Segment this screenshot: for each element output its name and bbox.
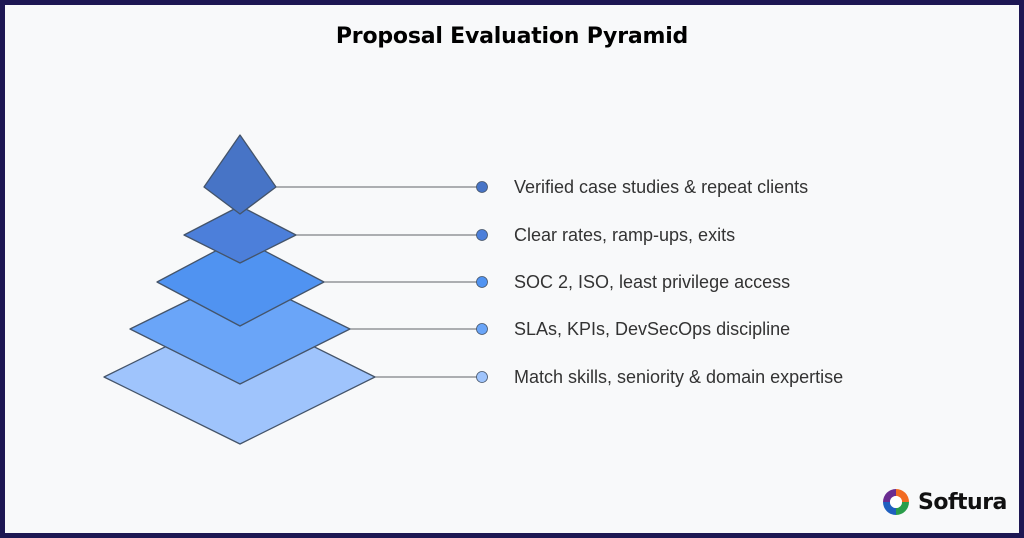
- level-label-5: Match skills, seniority & domain experti…: [514, 367, 844, 387]
- bullet-marker-3: [476, 276, 488, 288]
- logo-wordmark: Softura: [918, 489, 1007, 515]
- bullet-marker-2: [476, 229, 488, 241]
- pyramid-layer-3: [156, 237, 325, 327]
- softura-ring-logo-icon: [883, 489, 909, 515]
- diagram-title: Proposal Evaluation Pyramid: [335, 24, 689, 49]
- bullet-marker-4: [476, 323, 488, 335]
- level-label-2: Clear rates, ramp-ups, exits: [514, 225, 736, 245]
- softura-logo: Softura: [880, 485, 1007, 519]
- pyramid-layer-2: [183, 205, 297, 264]
- level-label-3: SOC 2, ISO, least privilege access: [514, 272, 791, 292]
- level-label-1: Verified case studies & repeat clients: [514, 177, 809, 197]
- bullet-marker-5: [476, 371, 488, 383]
- bullet-marker-1: [476, 181, 488, 193]
- level-label-4: SLAs, KPIs, DevSecOps discipline: [514, 319, 791, 339]
- pyramid-layer-4: [129, 274, 351, 385]
- pyramid-layer-1: [203, 134, 277, 215]
